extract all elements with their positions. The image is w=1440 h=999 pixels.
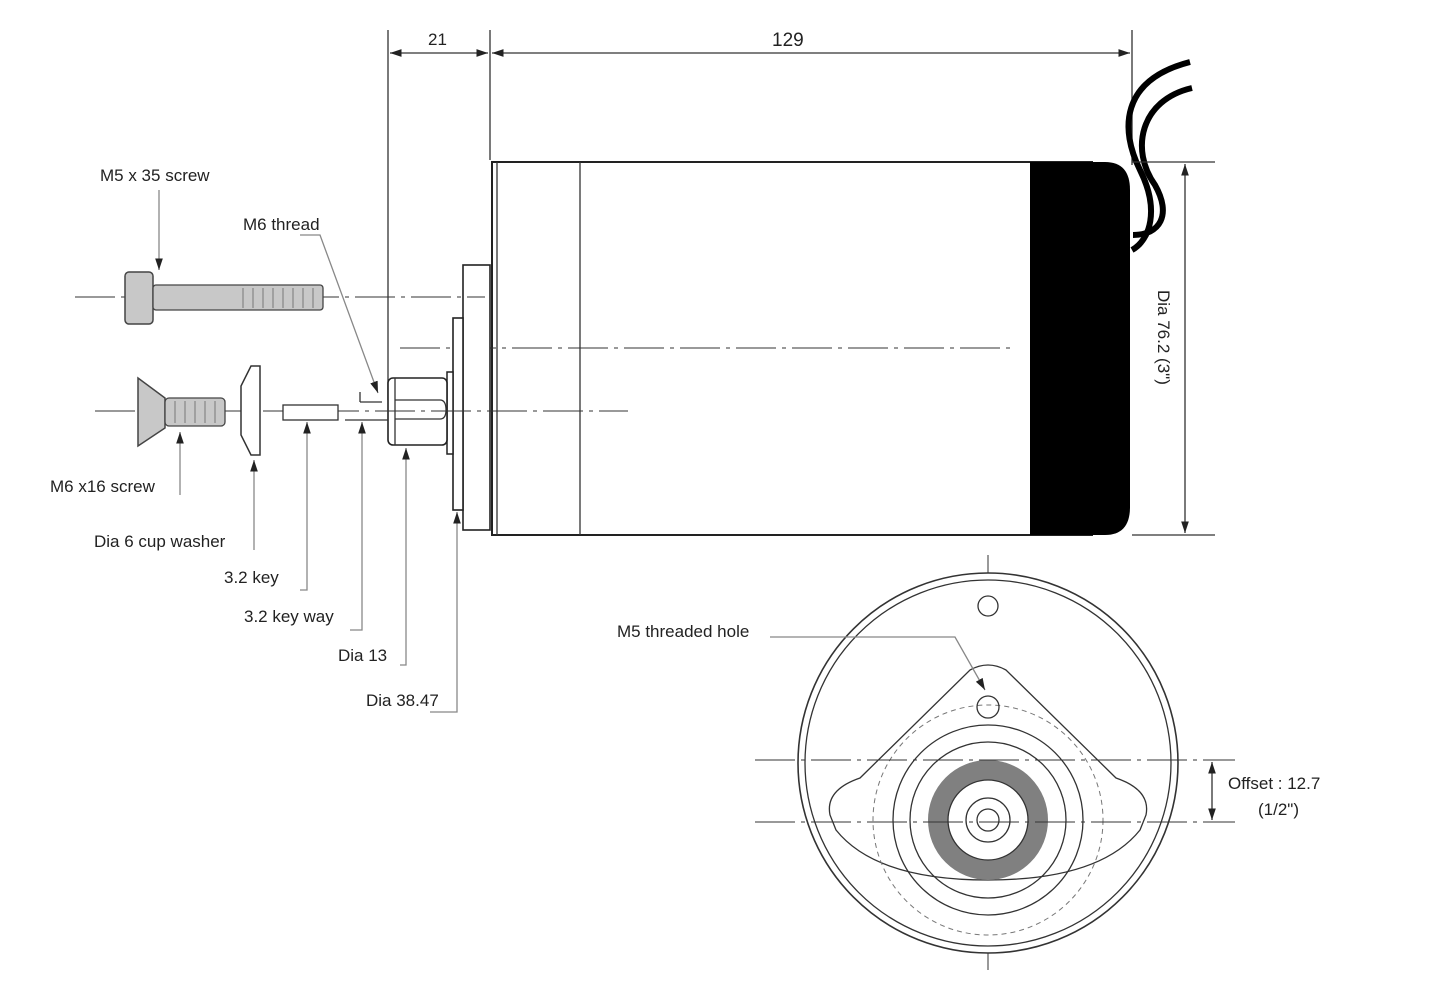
label-dia3847: Dia 38.47 — [366, 691, 439, 710]
dimension-diameter: Dia 76.2 (3") — [1132, 161, 1215, 536]
label-m5-hole: M5 threaded hole — [617, 622, 749, 641]
end-view — [755, 555, 1235, 970]
label-cup-washer: Dia 6 cup washer — [94, 532, 226, 551]
leaders — [155, 190, 461, 713]
label-m5-screw: M5 x 35 screw — [100, 166, 210, 185]
bearing-ring — [928, 760, 1048, 880]
cup-washer — [240, 365, 261, 456]
dimension-body: 129 — [492, 30, 1133, 165]
m6-screw — [137, 376, 226, 448]
motor-cable — [1125, 59, 1193, 253]
label-m6-screw: M6 x16 screw — [50, 477, 156, 496]
dim-21: 21 — [428, 30, 447, 49]
label-dia13: Dia 13 — [338, 646, 387, 665]
top-hole — [977, 595, 999, 617]
label-key: 3.2 key — [224, 568, 279, 587]
end-cap — [1030, 162, 1130, 535]
dim-offset-inch: (1/2") — [1258, 800, 1299, 819]
label-key-way: 3.2 key way — [244, 607, 334, 626]
dim-dia76: Dia 76.2 (3") — [1154, 290, 1173, 385]
motor-body — [400, 161, 1130, 536]
key — [282, 404, 339, 421]
face-plate — [387, 264, 491, 531]
dim-129: 129 — [772, 30, 804, 51]
dimension-shaft: 21 — [387, 30, 491, 400]
m5-hole — [976, 695, 1000, 719]
label-m6-thread: M6 thread — [243, 215, 320, 234]
m5-screw — [124, 271, 324, 325]
dim-offset: Offset : 12.7 — [1228, 774, 1320, 793]
